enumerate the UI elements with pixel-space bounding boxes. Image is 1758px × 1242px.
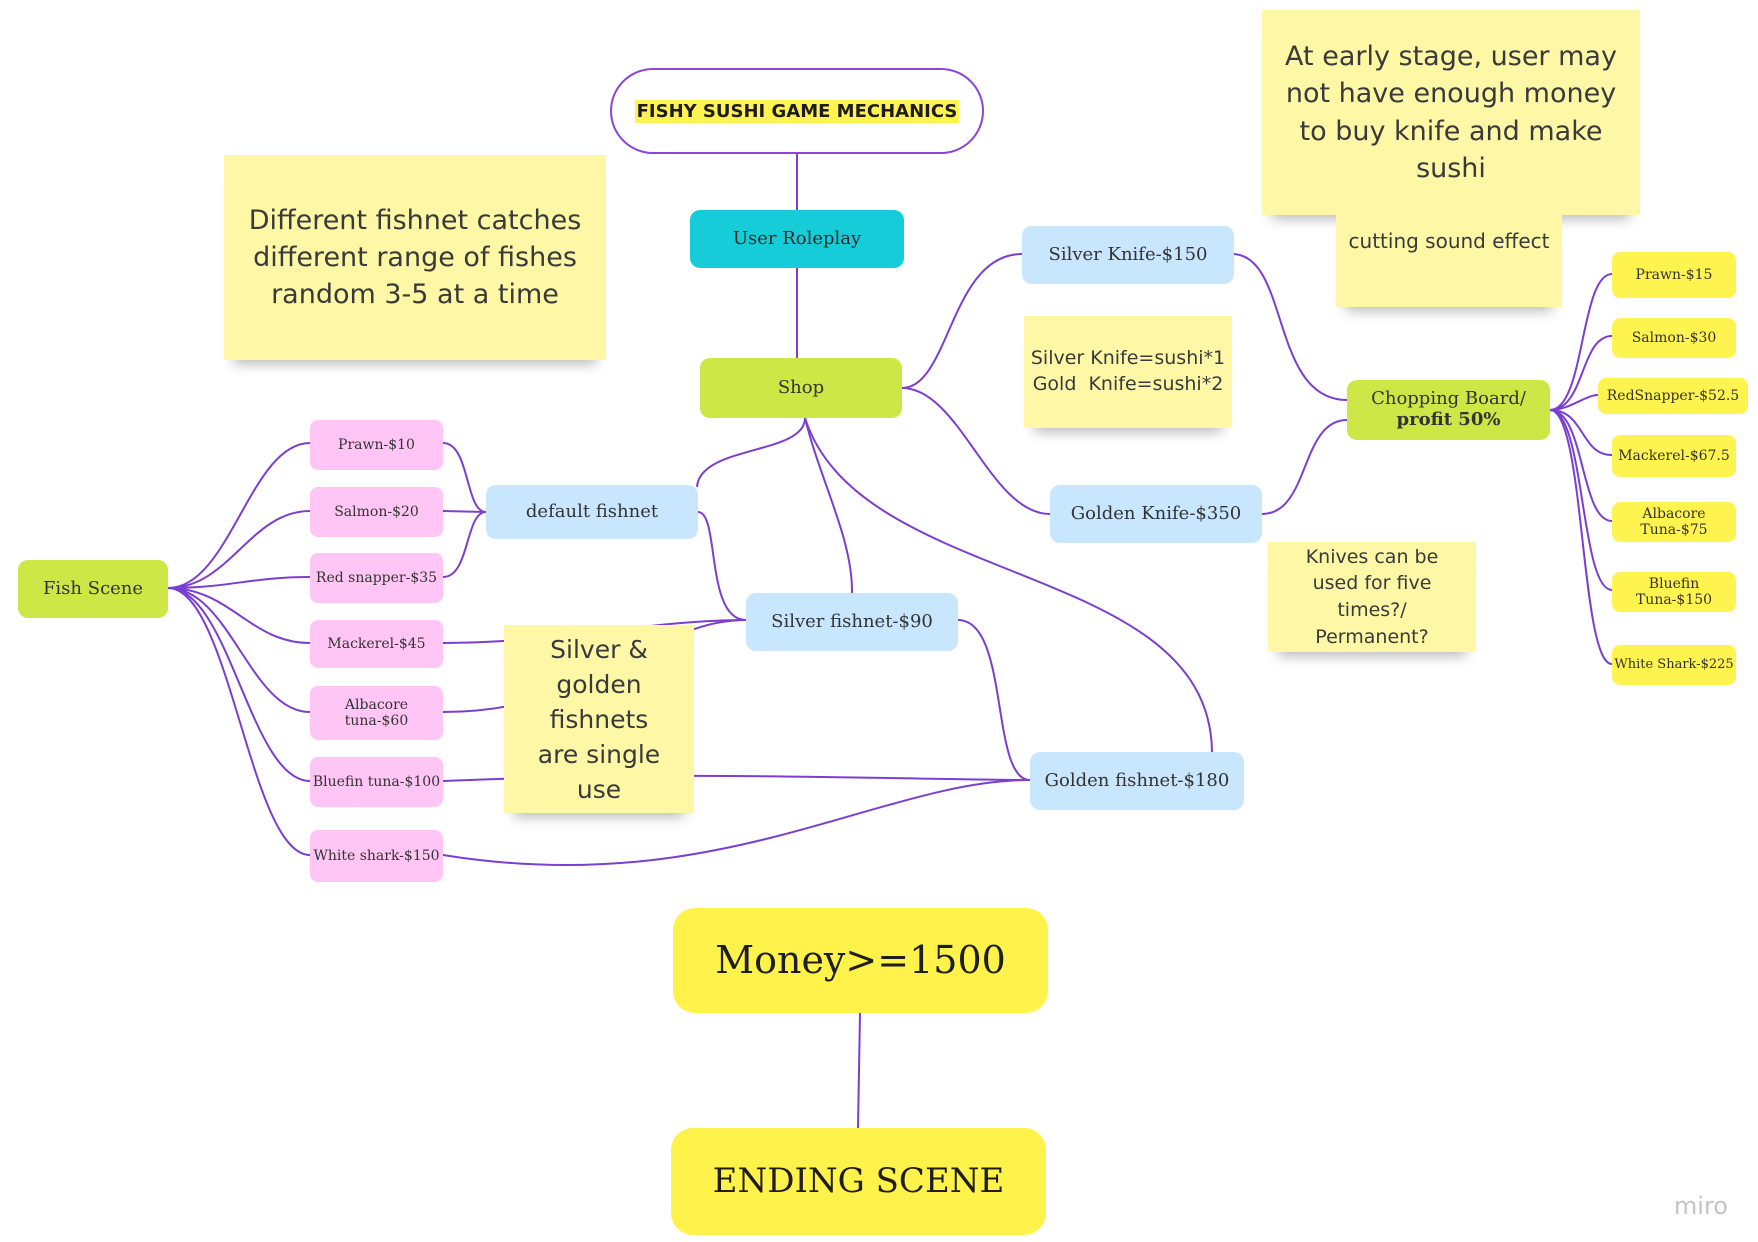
edge-prawn-default [442,442,487,513]
diagram-title: FISHY SUSHI GAME MECHANICS [634,99,960,123]
golden-knife-node: Golden Knife-$350 [1050,485,1262,543]
sushi-price-mackerel: Mackerel-$67.5 [1612,435,1736,477]
fish-cost-bluefin-tuna: Bluefin tuna-$100 [310,757,443,807]
edge-fishscene-mackerel [167,587,311,644]
edge-salmon-default [442,510,487,513]
sushi-price-bluefin-tuna: Bluefin Tuna-$150 [1612,572,1736,612]
edge-whiteshark-goldennet [442,779,1031,867]
shop-node: Shop [700,358,902,418]
edge-fishscene-bluefin [167,587,311,782]
money-goal-node: Money>=1500 [673,908,1048,1013]
miro-watermark: miro [1673,1192,1728,1220]
edge-fishscene-redsnapper [167,576,311,589]
edge-fishscene-prawn [167,442,311,589]
note-knife-uses: Knives can be used for five times?/ Perm… [1268,542,1476,652]
fish-scene-node: Fish Scene [18,560,168,618]
note-single-use: Silver & golden fishnets are single use [504,625,694,813]
edge-redsnapper-default [442,511,487,578]
edge-board-bluefin [1549,409,1613,591]
edge-shop-silverknife [901,253,1023,389]
edge-silverknife-board [1231,253,1348,401]
note-knife-multiplier-line-2: Gold Knife=sushi*2 [1032,373,1224,395]
edge-fishscene-whiteshark [167,587,311,856]
fish-cost-prawn: Prawn-$10 [310,420,443,470]
silver-fishnet-node: Silver fishnet-$90 [746,593,958,651]
edge-fishscene-salmon [167,510,311,589]
edge-shop-goldennet [804,417,1213,753]
sushi-price-albacore-tuna: Albacore Tuna-$75 [1612,502,1736,542]
silver-knife-node: Silver Knife-$150 [1022,226,1234,284]
user-roleplay-node: User Roleplay [690,210,904,268]
chopping-board-node: Chopping Board/ profit 50% [1347,380,1550,440]
chopping-board-profit: profit 50% [1396,409,1501,430]
edge-money-ending [857,1012,861,1129]
edge-board-prawn [1549,273,1613,411]
note-knife-multiplier-line-1: Silver Knife=sushi*1 [1030,347,1226,370]
edge-shop-goldenknife [901,387,1051,515]
note-knife-multiplier: Silver Knife=sushi*1 Gold Knife=sushi*2 [1024,316,1232,428]
golden-fishnet-node: Golden fishnet-$180 [1030,752,1244,810]
fish-cost-salmon: Salmon-$20 [310,487,443,537]
edge-shop-default [696,417,806,488]
ending-scene-node: ENDING SCENE [671,1128,1046,1235]
default-fishnet-node: default fishnet [486,485,698,539]
edge-fishscene-albacore [167,587,311,713]
fish-cost-albacore-tuna: Albacore tuna-$60 [310,686,443,740]
note-cutting-sound: cutting sound effect [1336,215,1562,307]
edge-board-albacore [1549,409,1613,522]
title-pill: FISHY SUSHI GAME MECHANICS [610,68,984,154]
edge-silvernet-goldennet [957,619,1031,781]
sushi-price-white-shark: White Shark-$225 [1612,645,1736,685]
sushi-price-red-snapper: RedSnapper-$52.5 [1598,378,1748,414]
edge-board-whiteshark [1549,409,1613,665]
note-early-stage: At early stage, user may not have enough… [1262,10,1640,215]
fish-cost-white-shark: White shark-$150 [310,830,443,882]
chopping-board-label: Chopping Board/ [1371,388,1526,410]
sushi-price-prawn: Prawn-$15 [1612,252,1736,298]
edge-default-silvernet [697,511,747,621]
edge-shop-silvernet [804,417,854,594]
sushi-price-salmon: Salmon-$30 [1612,318,1736,358]
edge-board-mackerel [1549,409,1613,456]
fish-cost-red-snapper: Red snapper-$35 [310,553,443,603]
edge-goldenknife-board [1261,419,1348,515]
edge-board-salmon [1549,335,1613,411]
note-fishnet-catch: Different fishnet catches different rang… [224,155,606,360]
fish-cost-mackerel: Mackerel-$45 [310,620,443,668]
